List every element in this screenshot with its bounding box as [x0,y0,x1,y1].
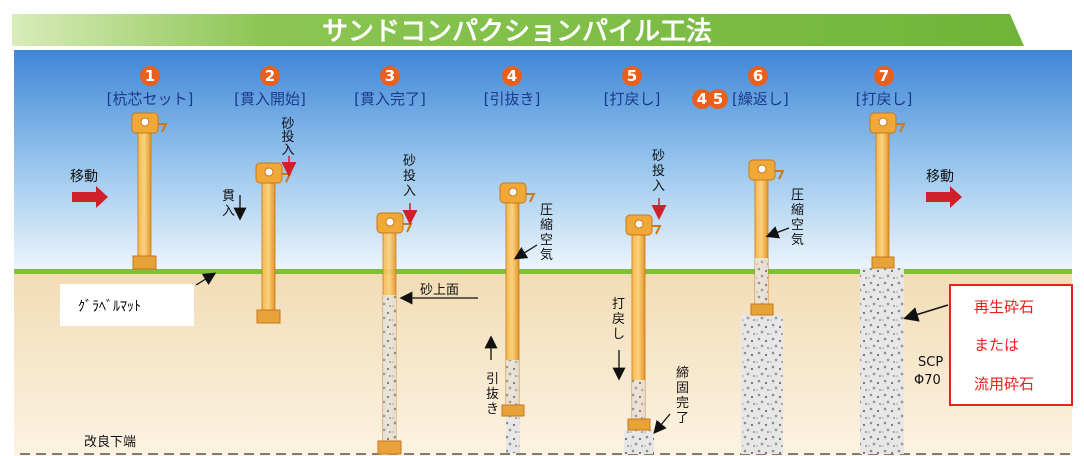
label-pull-out: 引抜き [486,372,499,417]
step-7-circle [874,66,894,86]
arrow-compressed-air-6 [765,226,790,239]
step-1-circle [140,66,160,86]
move-left-label: 移動 [70,169,98,185]
step-6-number: 6 [753,67,763,85]
label-sand-input-2: 砂投入 [281,117,294,158]
pile-step-7 [860,112,906,454]
ground-line [14,269,1072,274]
legend-line-2: または [974,336,1019,354]
move-right: 移動 [926,169,962,208]
step-4-number: 4 [507,67,517,85]
step-4-circle [502,66,522,86]
step-6-label: [繰返し] [732,90,789,108]
pile-step-5 [624,214,662,454]
pile-step-1 [131,112,168,270]
step-7-label: [打戻し] [856,90,913,108]
step-1-number: 1 [145,67,155,85]
label-compressed-air-4: 圧縮空気 [540,203,553,263]
step-2-circle [260,66,280,86]
step-2-label: [貫入開始] [234,90,306,108]
step-3-label: [貫入完了] [354,90,426,108]
step-6-circle [748,66,768,86]
pile-step-2 [255,162,292,324]
page-title: サンドコンパクションパイル工法 [322,17,712,47]
label-sand-top: 砂上面 [420,283,459,298]
label-compressed-air-6: 圧縮空気 [791,188,804,248]
gravel-mat-box [60,284,194,326]
step-3-circle [380,66,400,86]
move-right-arrow [926,186,962,208]
label-sand-input-3: 砂投入 [403,154,416,199]
step-5-label: [打戻し] [604,90,661,108]
step-2-number: 2 [265,67,275,85]
step-6-prefix-2-circle [708,89,728,109]
step-6-prefix-1-circle [692,89,712,109]
pile-step-3 [376,212,413,455]
move-left: 移動 [70,169,108,208]
gravel-mat-label: ｸﾞﾗﾍﾞﾙﾏｯﾄ [78,299,141,315]
step-1-label: [杭芯セット] [107,90,194,108]
label-compaction-done: 締固完了 [676,365,689,426]
title-banner: サンドコンパクションパイル工法 [12,14,1024,47]
legend-line-1: 再生砕石 [974,298,1034,316]
pile-step-6 [741,159,785,454]
legend-box: 再生砕石 または 流用砕石 [949,284,1073,406]
arrow-compressed-air-4 [513,244,538,260]
step-6-prefix-2-number: 5 [713,90,723,108]
move-right-label: 移動 [926,169,954,185]
label-sand-input-5: 砂投入 [652,149,665,194]
step-4-label: [引抜き] [484,90,541,108]
move-left-arrow [72,186,108,208]
arrow-compaction-done [653,413,671,434]
step-3-number: 3 [385,67,395,85]
legend-pointer [903,304,949,322]
label-penetration: 貫入 [222,189,235,219]
step-5-circle [622,66,642,86]
improved-bottom-label: 改良下端 [84,434,136,450]
arrow-gravel-mat [195,272,217,286]
sky-background [14,50,1072,272]
scp-label: SCP [918,355,943,370]
label-drive-back: 打戻し [612,297,625,342]
step-6-prefix-1-number: 4 [697,90,707,108]
phi-label: Φ70 [914,373,941,388]
legend-line-3: 流用砕石 [974,375,1034,393]
step-5-number: 5 [627,67,637,85]
step-7-number: 7 [879,67,889,85]
